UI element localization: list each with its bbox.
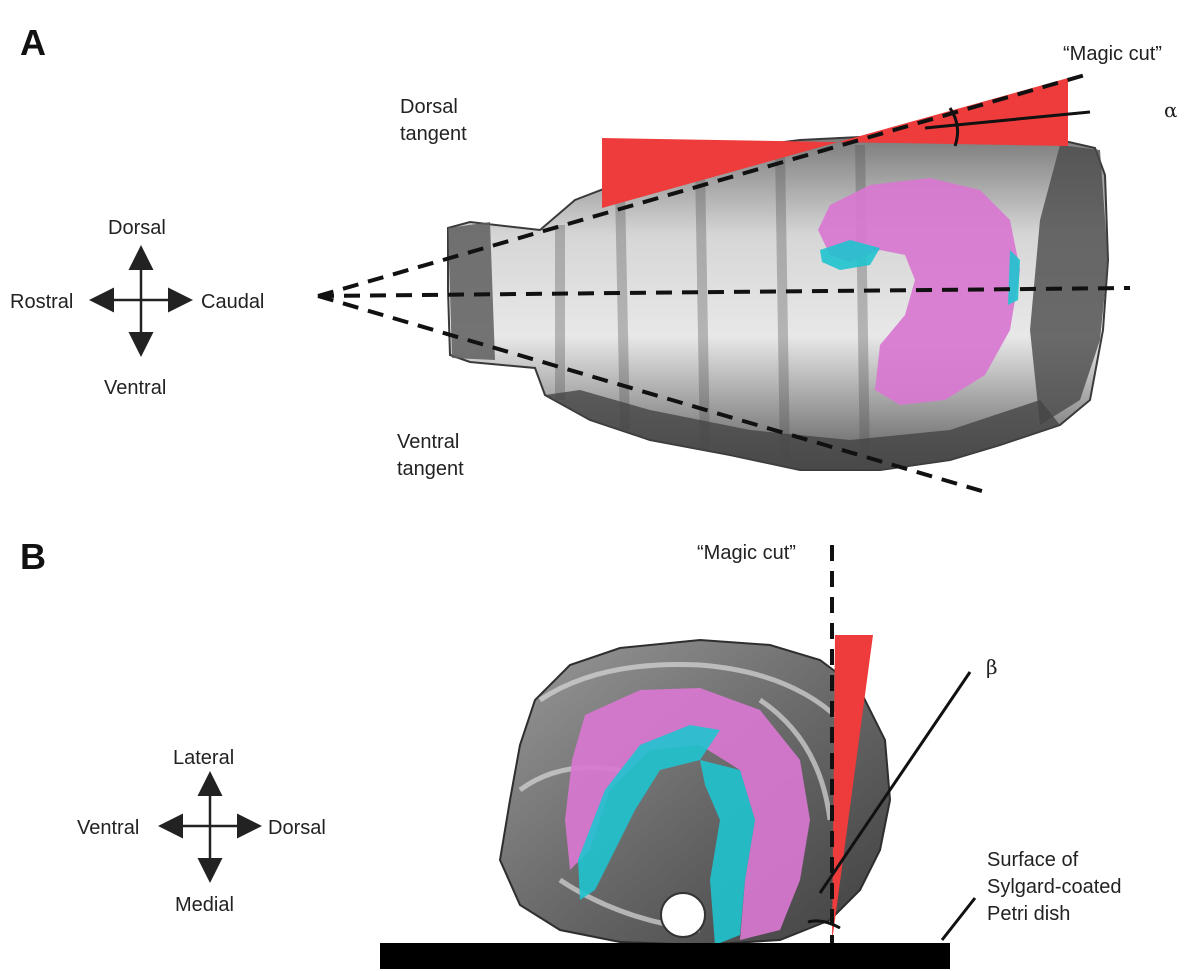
panel-a-brain xyxy=(448,135,1108,470)
compass-a-left-label: Rostral xyxy=(10,290,73,314)
compass-a-down-label: Ventral xyxy=(104,376,166,400)
compass-b-down-label: Medial xyxy=(175,893,234,917)
surface-leader-line xyxy=(942,898,975,940)
panel-a-letter: A xyxy=(20,22,46,64)
dorsal-tangent-label-line1: Dorsal xyxy=(400,95,458,119)
compass-b-left-label: Ventral xyxy=(77,816,139,840)
dorsal-tangent-label-line2: tangent xyxy=(400,122,467,146)
compass-b-up-label: Lateral xyxy=(173,746,234,770)
beta-label: β xyxy=(986,655,998,679)
panel-b-magic-cut-label: “Magic cut” xyxy=(697,541,796,565)
panel-a-compass xyxy=(94,250,188,352)
surface-label-line3: Petri dish xyxy=(987,902,1070,926)
alpha-label: α xyxy=(1164,98,1178,122)
ventral-tangent-label-line1: Ventral xyxy=(397,430,459,454)
petri-dish-surface xyxy=(380,943,950,969)
panel-b-letter: B xyxy=(20,536,46,578)
surface-label-line2: Sylgard-coated xyxy=(987,875,1122,899)
compass-b-right-label: Dorsal xyxy=(268,816,326,840)
surface-label-line1: Surface of xyxy=(987,848,1078,872)
panel-a-magic-cut-label: “Magic cut” xyxy=(1063,42,1162,66)
ventral-tangent-label-line2: tangent xyxy=(397,457,464,481)
compass-a-up-label: Dorsal xyxy=(108,216,166,240)
panel-b-compass xyxy=(163,776,257,878)
compass-a-right-label: Caudal xyxy=(201,290,264,314)
